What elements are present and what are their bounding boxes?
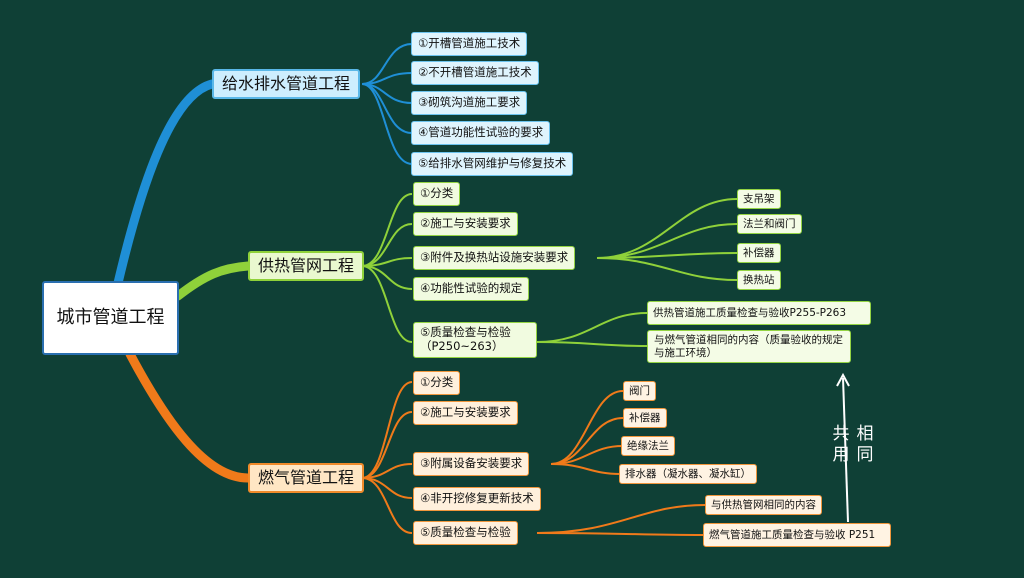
water-item-3[interactable]: ③砌筑沟道施工要求 <box>411 91 528 115</box>
same-content-arrow <box>842 377 849 523</box>
gas-sub-insulating-flange[interactable]: 绝缘法兰 <box>621 436 675 456</box>
gas-sub-quality-acceptance[interactable]: 燃气管道施工质量检查与验收 P251 <box>703 523 891 547</box>
heat-sub-compensator[interactable]: 补偿器 <box>737 243 781 263</box>
heat-item-3[interactable]: ③附件及换热站设施安装要求 <box>413 246 576 270</box>
heat-item-2[interactable]: ②施工与安装要求 <box>413 212 518 236</box>
root-to-heat-branch <box>173 261 253 301</box>
gas-item-1[interactable]: ①分类 <box>413 371 461 395</box>
heat-item-5[interactable]: ⑤质量检查与检验（P250~263） <box>413 322 537 358</box>
heat-item-1[interactable]: ①分类 <box>413 182 461 206</box>
heat-sub-same-as-gas[interactable]: 与燃气管道相同的内容（质量验收的规定与施工环境） <box>647 330 851 364</box>
water-connectors <box>361 43 413 165</box>
gas-sub-valve[interactable]: 阀门 <box>623 381 656 401</box>
water-item-5[interactable]: ⑤给排水管网维护与修复技术 <box>411 152 574 176</box>
heat-connectors <box>361 193 738 347</box>
gas-sub-drainer[interactable]: 排水器（凝水器、凝水缸） <box>619 464 757 484</box>
gas-connectors <box>361 381 706 536</box>
heat-sub-flange-valve[interactable]: 法兰和阀门 <box>737 214 802 234</box>
gas-sub-compensator[interactable]: 补偿器 <box>623 408 667 428</box>
root-node[interactable]: 城市管道工程 <box>42 281 179 355</box>
gas-item-3[interactable]: ③附属设备安装要求 <box>413 452 530 476</box>
water-item-2[interactable]: ②不开槽管道施工技术 <box>411 61 539 85</box>
branch-gas-pipeline[interactable]: 燃气管道工程 <box>248 463 365 493</box>
root-to-gas-branch <box>125 349 253 483</box>
heat-sub-quality-acceptance[interactable]: 供热管道施工质量检查与验收P255-P263 <box>647 301 871 325</box>
gas-item-2[interactable]: ②施工与安装要求 <box>413 401 518 425</box>
heat-sub-hanger[interactable]: 支吊架 <box>737 189 781 209</box>
annotation-shared: 共用 <box>832 424 850 466</box>
branch-heating-network[interactable]: 供热管网工程 <box>248 251 365 281</box>
branch-water-supply-drainage[interactable]: 给水排水管道工程 <box>212 69 361 99</box>
heat-item-4[interactable]: ④功能性试验的规定 <box>413 277 530 301</box>
gas-item-4[interactable]: ④非开挖修复更新技术 <box>413 487 541 511</box>
gas-sub-same-as-heat[interactable]: 与供热管网相同的内容 <box>705 495 822 515</box>
heat-sub-heat-exchange-station[interactable]: 换热站 <box>737 270 781 290</box>
gas-item-5[interactable]: ⑤质量检查与检验 <box>413 521 518 545</box>
water-item-4[interactable]: ④管道功能性试验的要求 <box>411 121 551 145</box>
annotation-same: 相同 <box>856 424 874 466</box>
water-item-1[interactable]: ①开槽管道施工技术 <box>411 32 528 56</box>
root-to-water-branch <box>113 79 217 288</box>
